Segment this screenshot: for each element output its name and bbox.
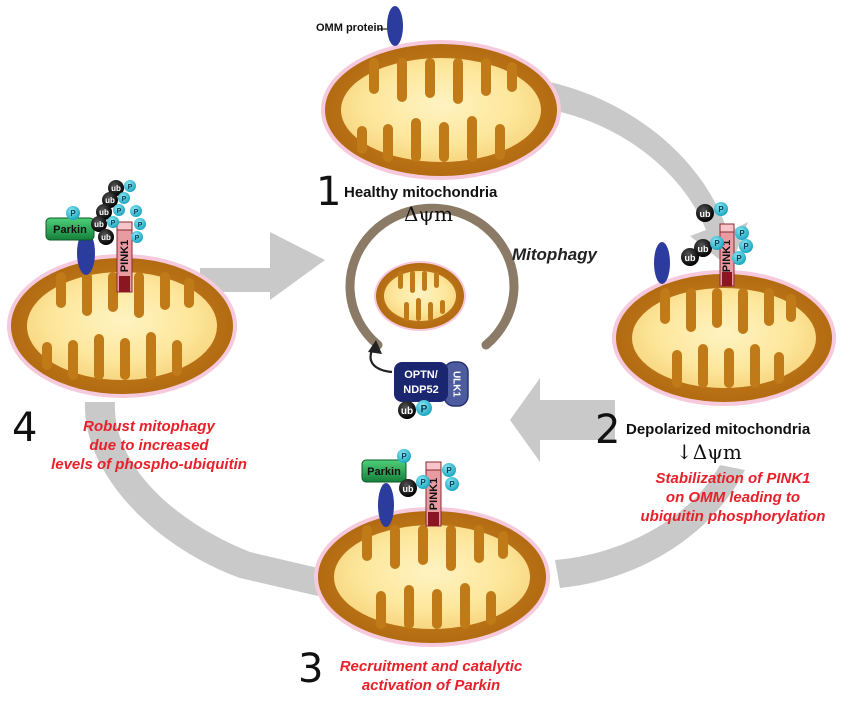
ub-3a: ub bbox=[403, 484, 414, 494]
step1-title: Healthy mitochondria bbox=[344, 184, 498, 201]
mitochondrion-4 bbox=[7, 254, 237, 398]
optn-ndp52-block bbox=[394, 362, 448, 402]
p-4h: P bbox=[135, 235, 140, 242]
ulk1-label: ULK1 bbox=[450, 371, 461, 398]
parkin-box-3 bbox=[361, 459, 407, 483]
p-4f: P bbox=[134, 209, 139, 216]
step3-number: 3 bbox=[298, 646, 324, 692]
p-3d: P bbox=[449, 480, 455, 489]
p-4b: P bbox=[128, 184, 133, 191]
step4-number: 4 bbox=[12, 405, 38, 451]
ub-4a: ub bbox=[111, 184, 121, 193]
optn-ndp52-complex: ULK1 OPTN/ NDP52 ub P bbox=[394, 361, 469, 419]
p-4e: P bbox=[111, 220, 116, 227]
pink1-complex-step2: PINK1 ub P ub P ub P P P bbox=[654, 202, 753, 287]
parkin-complex-step3: PINK1 Parkin P ub P P P bbox=[361, 449, 459, 527]
p-center-label: P bbox=[421, 404, 428, 415]
ub-4e: ub bbox=[101, 233, 111, 242]
p-4a: P bbox=[70, 209, 76, 218]
p-3b: P bbox=[420, 478, 426, 487]
phagophore-membrane bbox=[345, 203, 519, 350]
mitochondrion-1 bbox=[321, 40, 561, 180]
arrow-3-to-2-lower bbox=[555, 465, 745, 588]
parkin-label-3: Parkin bbox=[367, 466, 401, 478]
step3-description: Recruitment and catalytic activation of … bbox=[339, 658, 523, 694]
p-2a: P bbox=[718, 205, 724, 214]
mitochondrion-3 bbox=[314, 507, 550, 647]
recruitment-arrowhead bbox=[368, 340, 382, 354]
step2-potential: ↓Δψm bbox=[676, 440, 742, 464]
pink1-label-3: PINK1 bbox=[428, 478, 440, 510]
pink1-label-2: PINK1 bbox=[721, 240, 733, 272]
omm-protein-1 bbox=[387, 6, 403, 46]
pink1-label-4: PINK1 bbox=[119, 240, 131, 272]
ub-4d: ub bbox=[94, 220, 104, 229]
step1-potential: Δψm bbox=[404, 202, 454, 226]
omm-protein-2 bbox=[654, 242, 670, 284]
omm-protein-3 bbox=[378, 483, 394, 527]
ub-center bbox=[398, 401, 416, 419]
step2-number: 2 bbox=[595, 407, 621, 453]
ub-4b: ub bbox=[105, 196, 115, 205]
omm-protein-label: OMM protein bbox=[316, 22, 384, 34]
ub-4c: ub bbox=[99, 208, 109, 217]
ub-2b: ub bbox=[698, 244, 709, 254]
ub-center-label: ub bbox=[401, 406, 413, 417]
mitochondrion-2 bbox=[612, 270, 836, 406]
p-3a: P bbox=[401, 452, 407, 461]
p-center bbox=[416, 400, 432, 416]
p-4d: P bbox=[117, 208, 122, 215]
arrow-4-to-center bbox=[200, 232, 325, 300]
p-2e: P bbox=[736, 254, 742, 263]
autophagosome bbox=[345, 203, 519, 374]
p-3c: P bbox=[446, 466, 452, 475]
ub-2c: ub bbox=[685, 253, 696, 263]
mitophagy-label: Mitophagy bbox=[512, 245, 597, 264]
p-2c: P bbox=[739, 229, 745, 238]
step4-description: Robust mitophagy due to increased levels… bbox=[51, 418, 247, 473]
step2-description: Stabilization of PINK1 on OMM leading to… bbox=[640, 470, 826, 525]
step1-number: 1 bbox=[316, 169, 342, 215]
parkin-label-4: Parkin bbox=[53, 224, 87, 236]
p-2b: P bbox=[714, 239, 720, 248]
ub-2a: ub bbox=[700, 209, 711, 219]
p-2d: P bbox=[743, 242, 749, 251]
optn-label-line1: OPTN/ bbox=[404, 369, 438, 381]
omm-protein-4 bbox=[77, 231, 95, 275]
p-4c: P bbox=[122, 196, 127, 203]
arrow-2-to-3 bbox=[510, 378, 615, 462]
parkin-complex-step4: PINK1 Parkin P ub ub ub ub ub P P P P P … bbox=[45, 180, 146, 293]
omm-protein-step1 bbox=[378, 6, 403, 46]
engulfed-mitochondrion bbox=[374, 261, 466, 331]
optn-label-line2: NDP52 bbox=[403, 384, 438, 396]
p-4g: P bbox=[138, 222, 143, 229]
step2-title: Depolarized mitochondria bbox=[626, 421, 811, 438]
arrow-3-to-4 bbox=[84, 402, 318, 596]
